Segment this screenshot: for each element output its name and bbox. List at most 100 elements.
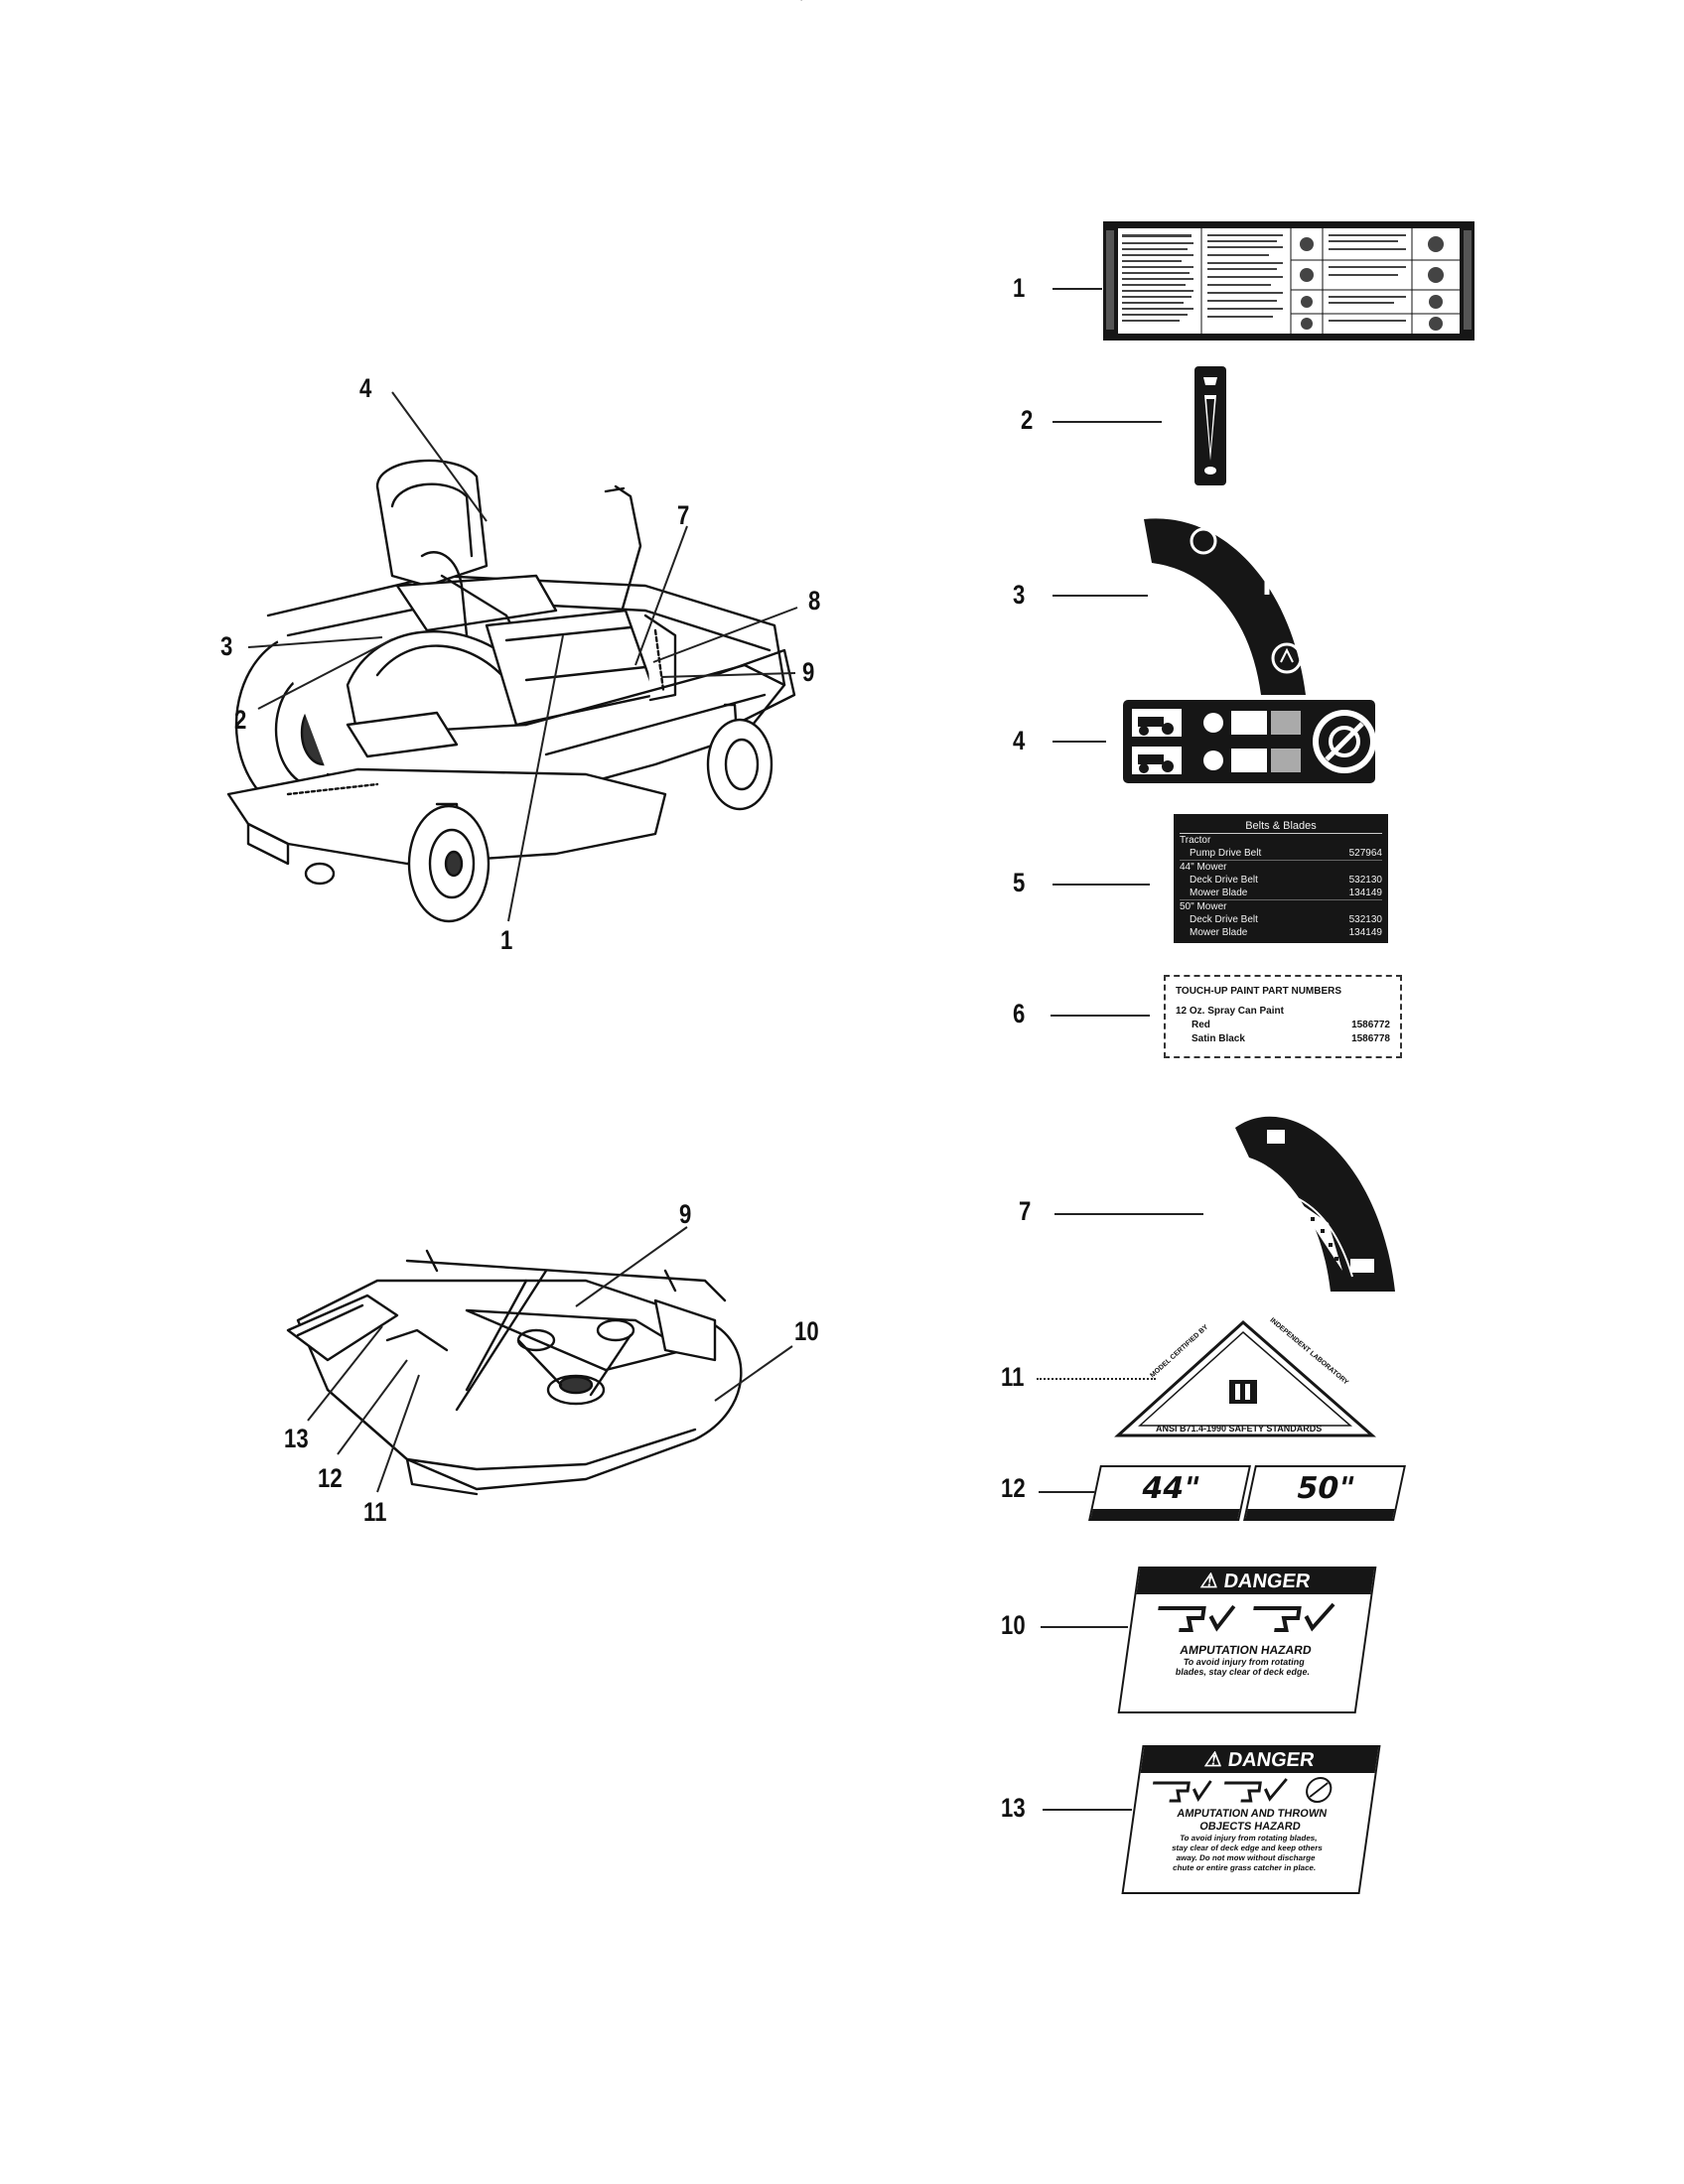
decal-6-title: TOUCH-UP PAINT PART NUMBERS — [1176, 986, 1342, 997]
decal-12-right-plate: 50" — [1243, 1465, 1406, 1521]
decal-6-item-value: 1586778 — [1351, 1033, 1390, 1044]
decal-10-banner: ⚠ DANGER — [1136, 1569, 1375, 1594]
decal-11-bottom: ANSI B71.4-1990 SAFETY STANDARDS — [1156, 1424, 1323, 1433]
decal-5-row-label: Deck Drive Belt — [1190, 914, 1258, 925]
decal-6-touch-up-paint: TOUCH-UP PAINT PART NUMBERS 12 Oz. Spray… — [1164, 975, 1402, 1058]
callout-decal-10: 10 — [1001, 1610, 1026, 1640]
decal-1-instructions — [1103, 221, 1474, 341]
decal-11-certification — [1114, 1319, 1376, 1437]
decal-12-right-stripe — [1245, 1509, 1395, 1519]
decal-12-deck-size: 44" 50" — [1088, 1465, 1406, 1521]
callout-deck-12: 12 — [318, 1463, 343, 1493]
leader-decal-13 — [1043, 1809, 1132, 1811]
decal-12-left-plate: 44" — [1088, 1465, 1251, 1521]
decal-10-text2: blades, stay clear of deck edge. — [1175, 1667, 1311, 1677]
decal-13-hazard2: OBJECTS HAZARD — [1198, 1821, 1302, 1833]
decal-13-text3: away. Do not mow without discharge — [1176, 1853, 1317, 1862]
leader-decal-10 — [1041, 1626, 1128, 1628]
decal-5-row-value: 134149 — [1348, 927, 1382, 938]
decal-5-row-label: Mower Blade — [1190, 887, 1248, 898]
callout-decal-12: 12 — [1001, 1473, 1026, 1503]
leader-decal-1 — [1052, 288, 1102, 290]
leader-decal-5 — [1052, 884, 1150, 886]
callout-decal-13: 13 — [1001, 1793, 1026, 1823]
decal-5-row-label: Tractor — [1180, 835, 1211, 846]
leader-decal-11 — [1037, 1378, 1156, 1380]
leader-deck-11 — [376, 1374, 420, 1493]
leader-mower-4 — [391, 391, 488, 522]
leader-decal-12 — [1039, 1491, 1100, 1493]
leader-decal-3 — [1052, 595, 1148, 597]
decal-3-ignition — [1144, 518, 1306, 695]
callout-deck-10: 10 — [794, 1316, 819, 1346]
decal-5-row-value: 532130 — [1348, 875, 1382, 886]
decal-13-danger: ⚠ DANGER AMPUTATION AND THROWN OBJECTS H… — [1121, 1745, 1381, 1894]
callout-mower-7: 7 — [677, 500, 690, 530]
mower-illustration — [226, 459, 796, 923]
decal-7-speed-arc — [1235, 1116, 1395, 1292]
callout-deck-9: 9 — [679, 1199, 692, 1229]
leader-deck-13 — [307, 1325, 383, 1422]
decal-12-right: 50" — [1293, 1471, 1358, 1506]
leader-decal-2 — [1052, 421, 1162, 423]
leader-mower-3 — [247, 636, 383, 648]
decal-10-pictogram — [1158, 1602, 1335, 1632]
callout-mower-3: 3 — [220, 631, 233, 661]
decal-13-text1: To avoid injury from rotating blades, — [1179, 1834, 1319, 1843]
callout-decal-1: 1 — [1013, 273, 1026, 303]
decal-13-banner: ⚠ DANGER — [1140, 1747, 1379, 1773]
decal-5-row-label: 44" Mower — [1180, 862, 1227, 873]
decal-6-subtitle: 12 Oz. Spray Can Paint — [1176, 1006, 1284, 1017]
callout-decal-3: 3 — [1013, 580, 1026, 610]
decal-10-danger: ⚠ DANGER AMPUTATION HAZARD To avoid inju… — [1117, 1567, 1377, 1713]
decal-5-row-value: 532130 — [1348, 914, 1382, 925]
decal-5-row-label: Pump Drive Belt — [1190, 848, 1262, 859]
decal-12-left: 44" — [1138, 1471, 1203, 1506]
callout-decal-4: 4 — [1013, 726, 1026, 755]
leader-decal-6 — [1051, 1015, 1150, 1017]
leader-mower-2 — [257, 638, 393, 710]
leader-mower-8 — [652, 607, 798, 663]
decal-6-item-label: Red — [1192, 1020, 1210, 1030]
decal-5-belts-blades: Belts & Blades Tractor Pump Drive Belt 52… — [1174, 814, 1388, 943]
callout-mower-8: 8 — [808, 586, 821, 615]
decal-6-item-value: 1586772 — [1351, 1020, 1390, 1030]
decal-13-pictogram — [1152, 1777, 1333, 1803]
decal-13-text4: chute or entire grass catcher in place. — [1172, 1863, 1317, 1872]
callout-decal-11: 11 — [1001, 1362, 1025, 1392]
leader-deck-12 — [337, 1359, 408, 1455]
leader-decal-7 — [1054, 1213, 1203, 1215]
callout-decal-5: 5 — [1013, 868, 1026, 897]
callout-deck-13: 13 — [284, 1424, 309, 1453]
callout-decal-6: 6 — [1013, 999, 1026, 1028]
callout-mower-1: 1 — [500, 925, 513, 955]
callout-decal-2: 2 — [1021, 405, 1034, 435]
leader-mower-9 — [660, 672, 796, 678]
callout-mower-2: 2 — [234, 705, 247, 735]
callout-deck-11: 11 — [363, 1497, 387, 1527]
decal-5-row-label: Deck Drive Belt — [1190, 875, 1258, 886]
decal-10-hazard: AMPUTATION HAZARD — [1179, 1643, 1313, 1657]
decal-4-pictograms — [1123, 700, 1376, 783]
callout-decal-7: 7 — [1019, 1196, 1032, 1226]
leader-mower-7 — [634, 525, 688, 666]
header-mark: ' — [800, 0, 803, 10]
decal-5-row-label: Mower Blade — [1190, 927, 1248, 938]
leader-deck-10 — [714, 1345, 793, 1402]
decal-5-row-label: 50" Mower — [1180, 901, 1227, 912]
leader-deck-9 — [575, 1226, 688, 1307]
decal-13-text2: stay clear of deck edge and keep others — [1171, 1843, 1324, 1852]
decal-2-throttle — [1194, 366, 1226, 485]
decal-5-title: Belts & Blades — [1180, 820, 1382, 834]
callout-mower-4: 4 — [359, 373, 372, 403]
leader-mower-1 — [507, 634, 564, 922]
decal-5-row-value: 134149 — [1348, 887, 1382, 898]
decal-5-row-value: 527964 — [1348, 848, 1382, 859]
leader-decal-4 — [1052, 741, 1106, 743]
decal-6-item-label: Satin Black — [1192, 1033, 1245, 1044]
decal-13-hazard1: AMPUTATION AND THROWN — [1176, 1808, 1329, 1820]
decal-12-left-stripe — [1090, 1509, 1240, 1519]
deck-illustration — [286, 1249, 743, 1496]
decal-10-text1: To avoid injury from rotating — [1183, 1657, 1306, 1667]
callout-mower-9: 9 — [802, 657, 815, 687]
